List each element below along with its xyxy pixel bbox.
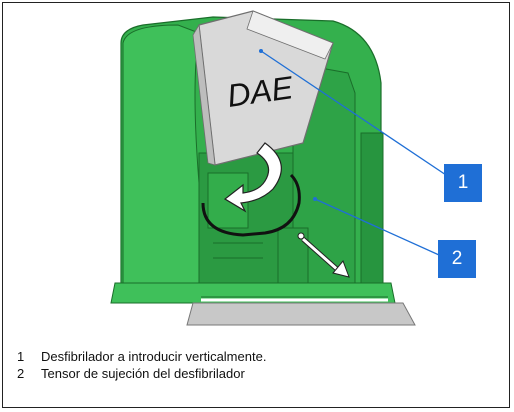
callout-badge-1-number: 1 [457, 172, 469, 193]
legend-item-2: 2 Tensor de sujeción del desfibrilador [17, 365, 266, 382]
callout-line-2 [314, 198, 440, 256]
callout-badge-1: 1 [444, 164, 482, 202]
callout-badge-2: 2 [438, 240, 476, 278]
figure-frame: DAE 1 2 1 Desfibrilador a introducir ver… [2, 2, 510, 408]
legend-text: Tensor de sujeción del desfibrilador [41, 366, 245, 381]
callout-badge-2-number: 2 [451, 248, 463, 269]
legend-number: 2 [17, 366, 25, 381]
cabinet-right-rail [360, 132, 384, 284]
callout-legend: 1 Desfibrilador a introducir verticalmen… [17, 348, 266, 382]
fastening-strap [201, 173, 301, 237]
legend-number: 1 [17, 349, 25, 364]
defibrillator-device [192, 10, 334, 166]
cabinet-left-wall [122, 24, 200, 294]
insertion-arrow [223, 142, 282, 213]
callout-dot-2 [313, 197, 317, 201]
legend-text: Desfibrilador a introducir verticalmente… [41, 349, 267, 364]
callout-line-1 [260, 50, 456, 182]
tension-arrow [297, 232, 350, 278]
cabinet-door-flap [186, 302, 416, 326]
legend-item-1: 1 Desfibrilador a introducir verticalmen… [17, 348, 266, 365]
callout-dot-1 [259, 49, 263, 53]
cabinet-illustration: DAE [110, 10, 456, 326]
